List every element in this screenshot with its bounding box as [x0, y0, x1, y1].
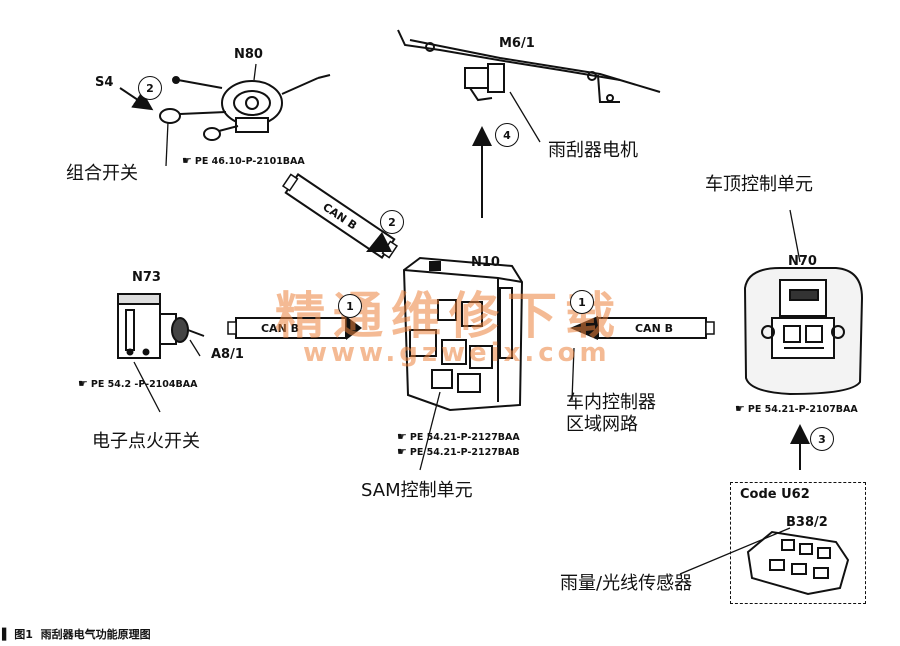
watermark-url: www.gzweix.com — [303, 338, 611, 368]
pointing-hand-icon: ☛ — [397, 445, 407, 458]
b38-code: B38/2 — [786, 515, 828, 530]
code-u62-box — [730, 482, 866, 604]
can-label-n73: CAN B — [261, 322, 299, 335]
pointing-hand-icon: ☛ — [78, 377, 88, 390]
n73-code: N73 — [132, 270, 161, 285]
figure-caption: ▌ 图1 雨刮器电气功能原理图 — [2, 628, 151, 641]
badge-n80-n10: 2 — [380, 210, 404, 234]
code-u62-label: Code U62 — [740, 487, 810, 502]
n10-ref-1: ☛PE 54.21-P-2127BAA — [397, 431, 520, 443]
m6-code: M6/1 — [499, 36, 535, 51]
network-label-line1: 车内控制器 — [566, 392, 656, 413]
n80-ref: ☛PE 46.10-P-2101BAA — [182, 155, 305, 167]
overhead-unit-label: 车顶控制单元 — [705, 174, 813, 195]
figure-title: 雨刮器电气功能原理图 — [40, 628, 151, 641]
leader-lines — [133, 63, 801, 575]
rain-sensor-drawing — [746, 530, 850, 596]
sam-unit-label: SAM控制单元 — [361, 480, 473, 501]
sam-unit-drawing — [402, 256, 524, 412]
badge-s4: 2 — [138, 76, 162, 100]
combination-switch-label: 组合开关 — [66, 163, 138, 184]
wiper-motor-label: 雨刮器电机 — [548, 140, 638, 161]
wiper-motor-drawing — [397, 29, 661, 103]
arrow-s4 — [119, 87, 154, 111]
watermark-text: 精通维修下载 — [275, 286, 623, 345]
n70-ref-text: PE 54.21-P-2107BAA — [747, 404, 858, 415]
pointing-hand-icon: ☛ — [182, 154, 192, 167]
can-bus-link-n73-n10: CAN B — [227, 316, 362, 340]
n70-ref: ☛PE 54.21-P-2107BAA — [735, 403, 858, 415]
a8-code: A8/1 — [211, 347, 244, 362]
pointing-hand-icon: ☛ — [735, 402, 745, 415]
network-label-line2: 区域网路 — [566, 414, 638, 435]
n10-ref1-text: PE 54.21-P-2127BAA — [409, 432, 520, 443]
badge-u62-n70: 3 — [810, 427, 834, 451]
can-bus-link-n70-n10: CAN B — [570, 316, 715, 340]
combination-switch-drawing — [159, 74, 331, 141]
pointing-hand-icon: ☛ — [397, 430, 407, 443]
n10-ref2-text: PE 54.21-P-2127BAB — [409, 447, 520, 458]
n80-code: N80 — [234, 47, 263, 62]
ignition-switch-drawing — [117, 293, 205, 359]
n10-code: N10 — [471, 255, 500, 270]
n80-ref-text: PE 46.10-P-2101BAA — [194, 156, 305, 167]
can-label-n70: CAN B — [635, 322, 673, 335]
overhead-unit-drawing — [743, 267, 864, 396]
n73-ref: ☛PE 54.2 -P-2104BAA — [78, 378, 197, 390]
badge-n70-n10: 1 — [570, 290, 594, 314]
figure-number: 图1 — [14, 628, 33, 641]
badge-n73-n10: 1 — [338, 294, 362, 318]
ignition-switch-label: 电子点火开关 — [92, 431, 200, 452]
badge-n10-m6: 4 — [495, 123, 519, 147]
n70-code: N70 — [788, 254, 817, 269]
n10-ref-2: ☛PE 54.21-P-2127BAB — [397, 446, 520, 458]
rain-sensor-label: 雨量/光线传感器 — [560, 573, 693, 594]
s4-code: S4 — [95, 75, 114, 90]
n73-ref-text: PE 54.2 -P-2104BAA — [90, 379, 198, 390]
